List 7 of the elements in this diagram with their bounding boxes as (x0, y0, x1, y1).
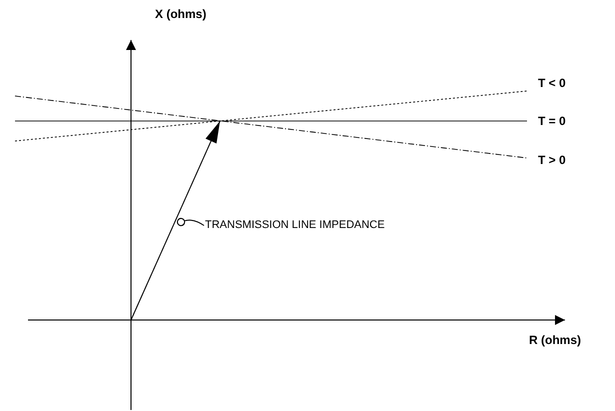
axis-label: X (ohms) (155, 7, 206, 21)
axis-label: R (ohms) (529, 333, 581, 347)
leader-line (176, 218, 204, 226)
curve-label: T > 0 (538, 153, 566, 167)
curve-label: T = 0 (538, 114, 566, 128)
callout-label: TRANSMISSION LINE IMPEDANCE (205, 219, 385, 232)
curve-label: T < 0 (538, 76, 566, 90)
